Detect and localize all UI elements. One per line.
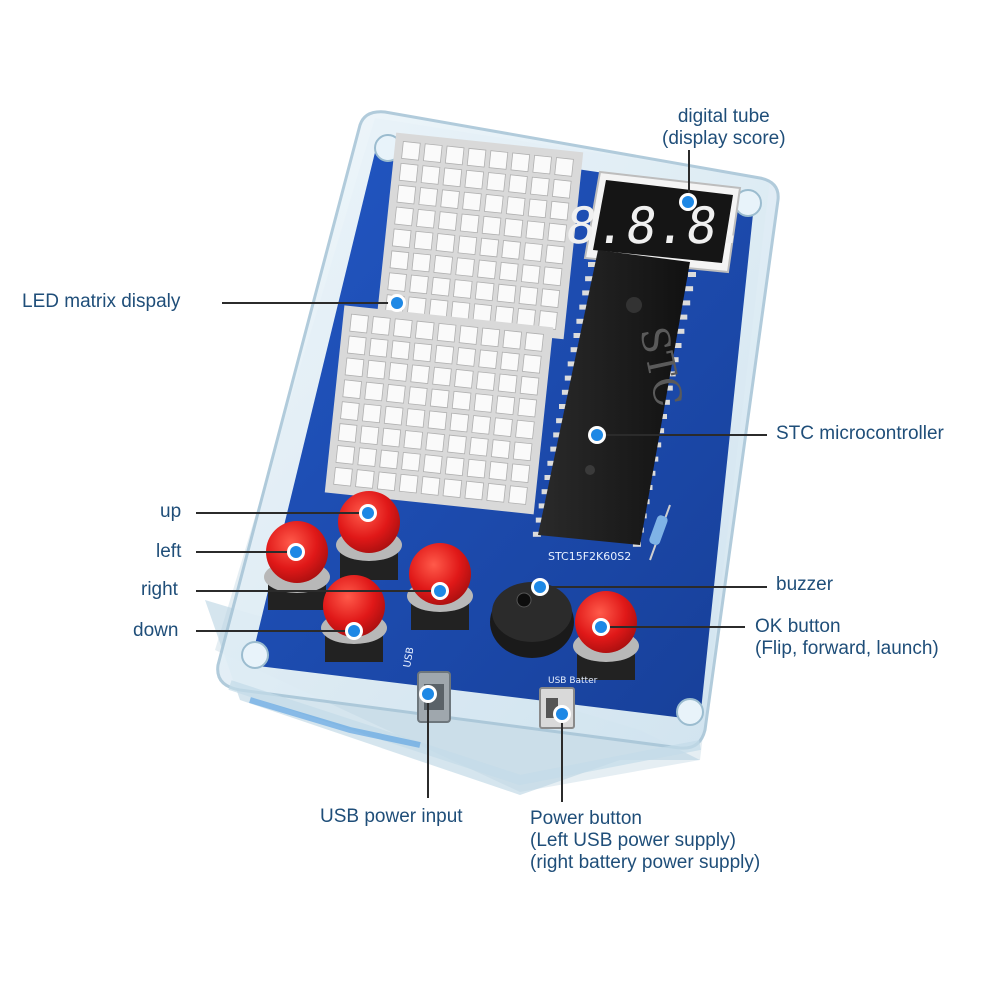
led-matrix-lower <box>324 305 554 515</box>
leader-lines <box>196 150 767 802</box>
stc-microcontroller-dot <box>591 429 603 441</box>
up-label: up <box>160 501 182 522</box>
up-push-button <box>336 491 402 580</box>
led-matrix-dot <box>391 297 403 309</box>
left-dot <box>290 546 302 558</box>
up-dot <box>362 507 374 519</box>
stc-chip: STC <box>532 250 696 547</box>
right-dot <box>434 585 446 597</box>
stc-microcontroller-label: STC microcontroller <box>776 423 944 444</box>
buzzer-label: buzzer <box>776 574 834 595</box>
ok-button-dot <box>595 621 607 633</box>
led-matrix-upper <box>376 132 584 340</box>
left-label: left <box>156 541 182 562</box>
led-matrix-label: LED matrix dispaly <box>22 291 181 312</box>
usb-power-input-label: USB power input <box>320 806 463 827</box>
digital-tube-label: digital tube (display score) <box>662 106 786 149</box>
down-label: down <box>133 620 179 641</box>
down-dot <box>348 625 360 637</box>
right-label: right <box>141 579 178 600</box>
right-push-button <box>407 543 473 630</box>
usb-silkscreen: USB <box>402 646 416 668</box>
buzzer-dot <box>534 581 546 593</box>
seven-segment-display: 8.8.8. <box>562 170 751 274</box>
ok-push-button <box>573 591 639 680</box>
power-button-dot <box>556 708 568 720</box>
ok-button-label: OK button (Flip, forward, launch) <box>755 616 939 659</box>
power-button-label: Power button (Left USB power supply) (ri… <box>530 808 761 873</box>
switch-silkscreen: USB Batter <box>548 676 598 686</box>
left-push-button <box>264 521 330 610</box>
chip-part-silkscreen: STC15F2K60S2 <box>548 550 631 563</box>
digital-tube-dot <box>682 196 694 208</box>
down-push-button <box>321 575 387 662</box>
resistor <box>649 504 671 561</box>
buzzer-body <box>490 582 574 658</box>
usb-power-input-dot <box>422 688 434 700</box>
display-digits: 8.8.8. <box>562 196 751 255</box>
